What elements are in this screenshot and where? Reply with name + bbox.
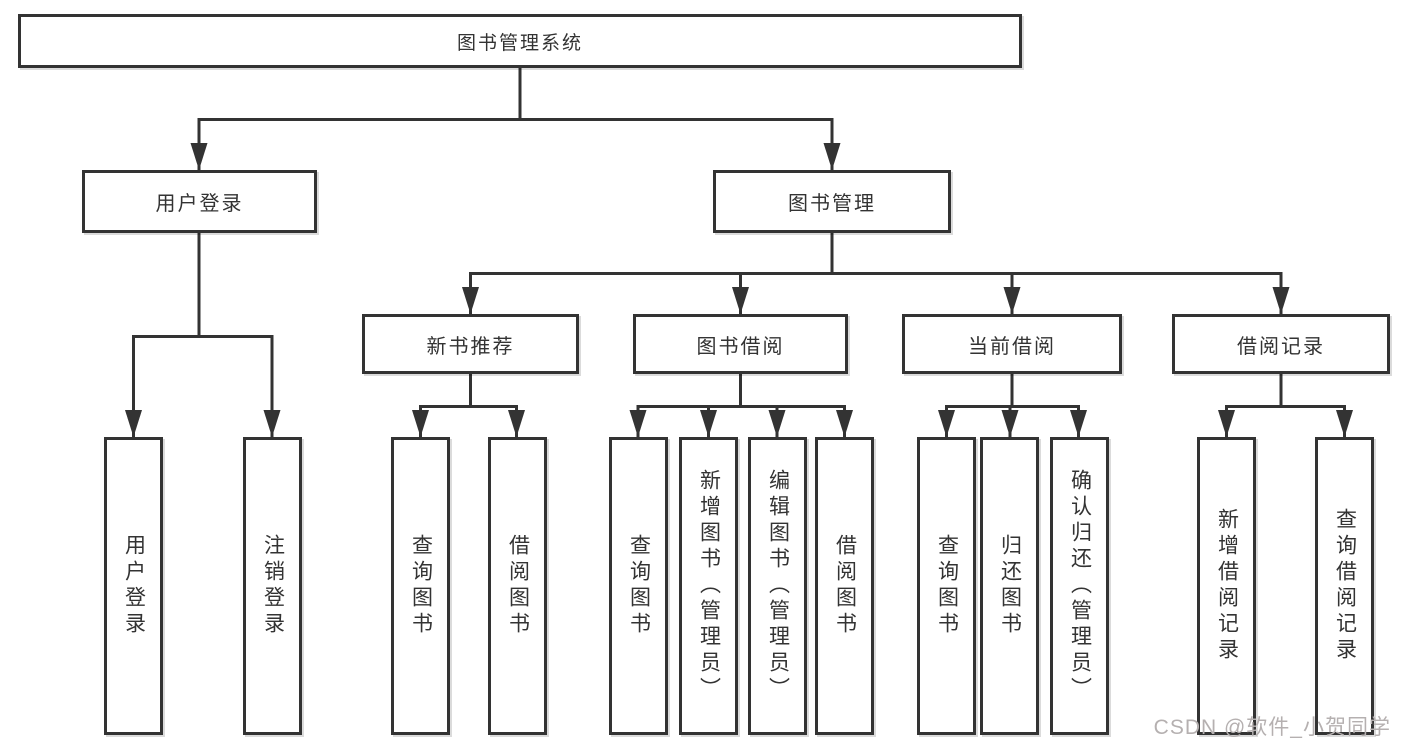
leaf-add-book-admin: 新增图书（管理员） [679, 437, 738, 735]
leaf-return-book: 归还图书 [980, 437, 1039, 735]
leaf-confirm-return-admin: 确认归还（管理员） [1050, 437, 1109, 735]
leaf-edit-book-admin: 编辑图书（管理员） [748, 437, 807, 735]
node-borrow-records: 借阅记录 [1172, 314, 1390, 374]
node-root-library-system: 图书管理系统 [18, 14, 1022, 68]
connectors-book-mgmt-to-level3 [462, 233, 1290, 314]
leaf-borrow-book-recommend: 借阅图书 [488, 437, 547, 735]
leaf-query-book-borrow: 查询图书 [609, 437, 668, 735]
csdn-watermark: CSDN @软件_小贺同学 [1153, 716, 1391, 739]
connectors-root-to-level2 [190, 68, 841, 170]
leaf-borrow-book: 借阅图书 [815, 437, 874, 735]
connectors-new-rec-group [412, 374, 525, 437]
leaf-add-borrow-record: 新增借阅记录 [1197, 437, 1256, 735]
node-user-login: 用户登录 [82, 170, 317, 233]
node-book-management: 图书管理 [713, 170, 951, 233]
leaf-user-login: 用户登录 [104, 437, 163, 735]
connectors-user-login-group [125, 233, 281, 437]
connectors-book-borrow-group [629, 374, 853, 437]
node-book-borrow: 图书借阅 [633, 314, 848, 374]
leaf-logout: 注销登录 [243, 437, 302, 735]
node-current-borrow: 当前借阅 [902, 314, 1122, 374]
connectors-current-borrow-group [938, 374, 1087, 437]
leaf-query-book-current: 查询图书 [917, 437, 976, 735]
connectors-borrow-records-group [1218, 374, 1353, 437]
leaf-query-borrow-record: 查询借阅记录 [1315, 437, 1374, 735]
node-new-book-recommend: 新书推荐 [362, 314, 579, 374]
leaf-query-book-recommend: 查询图书 [391, 437, 450, 735]
